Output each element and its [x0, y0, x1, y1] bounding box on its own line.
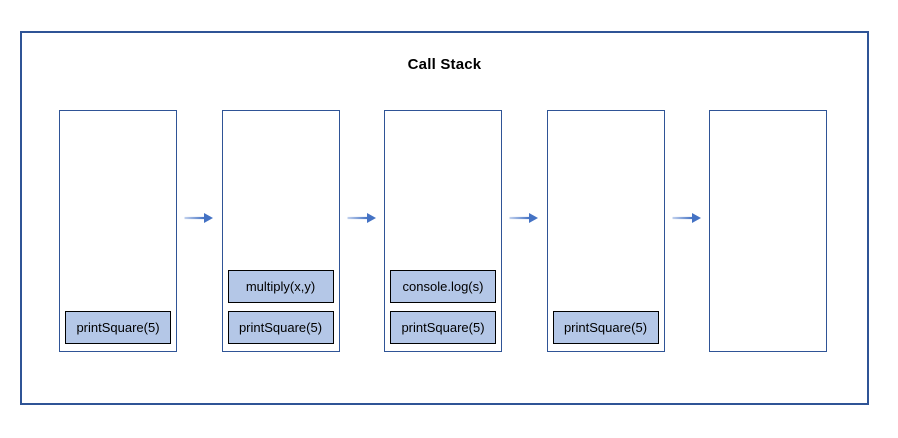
call-box: multiply(x,y) [227, 270, 334, 303]
call-box: console.log(s) [390, 270, 496, 303]
call-box: printSquare(5) [65, 311, 171, 344]
flow-arrow-icon [672, 213, 701, 223]
call-box: printSquare(5) [552, 311, 659, 344]
call-box: printSquare(5) [390, 311, 496, 344]
flow-arrow-icon [509, 213, 539, 223]
stack-frame-3: console.log(s) printSquare(5) [384, 110, 502, 352]
stack-frames-row: printSquare(5) multiply(x,y) printSquare(5… [59, 110, 827, 352]
diagram-title: Call Stack [407, 56, 482, 73]
flow-arrow-icon [184, 213, 214, 223]
stack-frame-2: multiply(x,y) printSquare(5) [221, 110, 340, 352]
call-box: printSquare(5) [227, 311, 334, 344]
stack-frame-1: printSquare(5) [59, 110, 177, 352]
stack-frame-4: printSquare(5) [546, 110, 665, 352]
stack-frame-5 [709, 110, 827, 352]
flow-arrow-icon [347, 213, 376, 223]
